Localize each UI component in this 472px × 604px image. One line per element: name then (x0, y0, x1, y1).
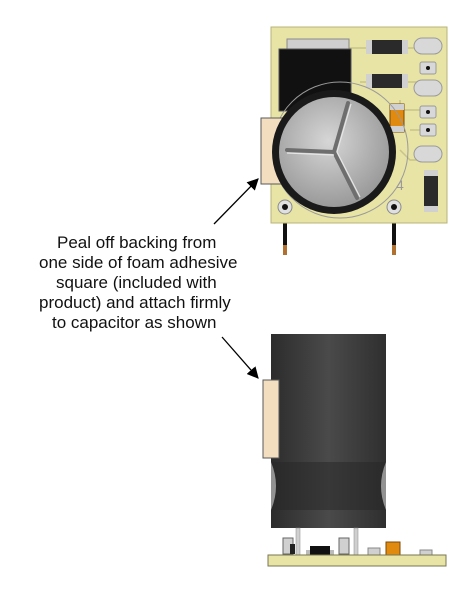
resistor-2 (366, 74, 408, 88)
side-view (262, 334, 447, 567)
lead-right-tip (392, 245, 396, 255)
side-component-3 (338, 537, 350, 555)
caption-line-5: to capacitor as shown (52, 313, 217, 332)
lead-left (283, 205, 287, 253)
diode (424, 170, 438, 212)
caption-line-2: one side of foam adhesive (39, 253, 238, 272)
side-tantalum (385, 541, 401, 557)
caption-line-1: Peal off backing from (57, 233, 217, 252)
foam-pad-side (262, 379, 280, 459)
ic-tab (286, 38, 350, 50)
resistor-1 (366, 40, 408, 54)
capacitor-groove (271, 462, 386, 510)
lead-left-tip (283, 245, 287, 255)
arrow-to-side-pad (221, 336, 259, 379)
top-view: 4 (260, 26, 448, 255)
arrow-to-top-pad (213, 178, 259, 225)
caption-line-3: square (included with (56, 273, 217, 292)
side-component-2 (310, 546, 330, 556)
pcb-board-side (267, 554, 447, 567)
silkscreen-mark: 4 (396, 177, 404, 193)
capacitor-vent (285, 101, 359, 200)
pcb-vias (426, 66, 430, 132)
lead-right (392, 205, 396, 253)
capacitor-vent-highlight (286, 103, 361, 198)
tantalum-capacitor (389, 103, 405, 133)
caption-line-4: product) and attach firmly (39, 293, 231, 312)
